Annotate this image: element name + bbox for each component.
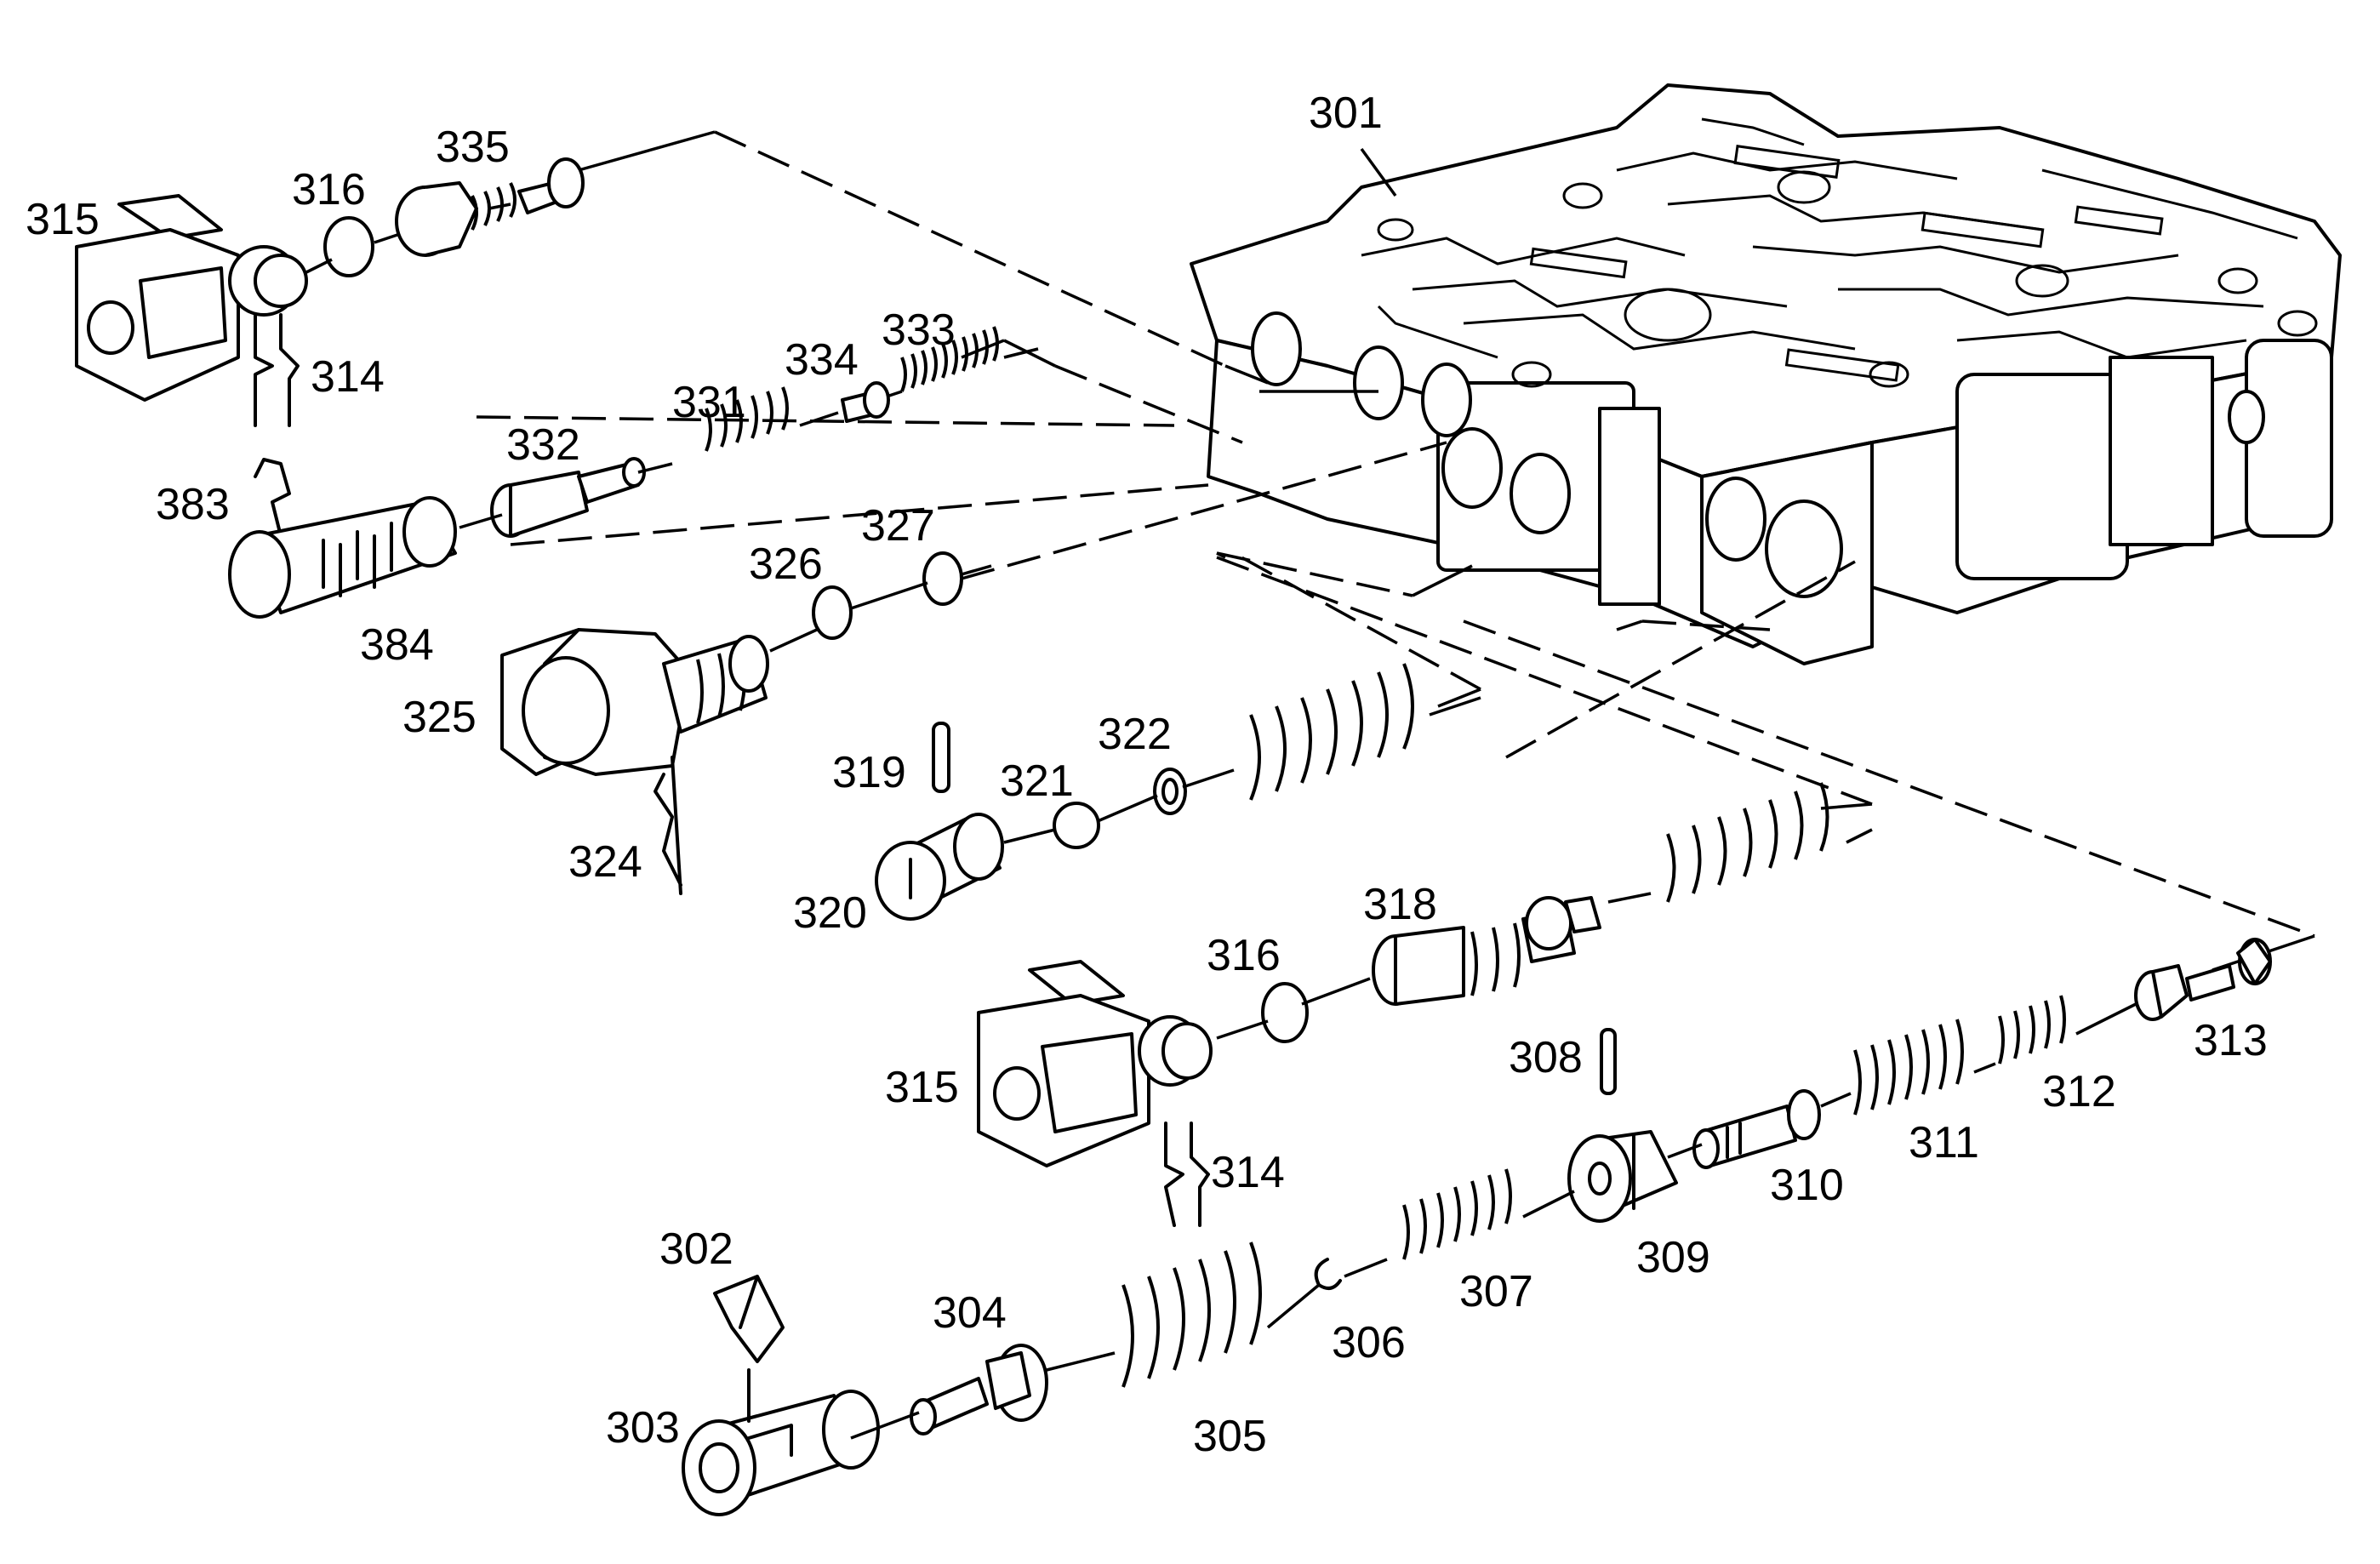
clip-306 [1314, 1258, 1342, 1290]
label-310: 310 [1770, 1161, 1844, 1210]
washer-322 [1153, 768, 1187, 815]
valve-318 [1372, 896, 1601, 1006]
valve-332 [490, 457, 646, 538]
part-labels: 301 302 303 304 305 306 307 308 309 310 … [26, 88, 2268, 1461]
ball-321 [1053, 802, 1100, 849]
spring-305 [1122, 1241, 1262, 1388]
seal-326 [812, 585, 853, 640]
label-333: 333 [882, 305, 956, 355]
seal-316-lower [1261, 982, 1309, 1043]
seal-327 [922, 551, 963, 606]
label-306: 306 [1332, 1318, 1406, 1367]
label-308: 308 [1509, 1033, 1583, 1082]
valve-309 [1567, 1130, 1678, 1223]
label-309: 309 [1636, 1233, 1710, 1282]
clip-383 [254, 458, 291, 538]
seal-316-upper [323, 216, 374, 277]
label-334: 334 [785, 335, 859, 385]
label-303: 303 [606, 1403, 680, 1453]
clip-324 [654, 756, 682, 895]
label-315-upper: 315 [26, 195, 100, 244]
label-319: 319 [832, 748, 906, 797]
label-331: 331 [672, 378, 746, 427]
valve-body-301 [1190, 83, 2342, 665]
label-311: 311 [1909, 1118, 1979, 1167]
label-301: 301 [1309, 88, 1383, 138]
label-314-upper: 314 [311, 352, 385, 402]
spring-312 [1998, 995, 2066, 1065]
label-320: 320 [793, 888, 867, 938]
solenoid-325 [500, 628, 769, 776]
label-383: 383 [156, 480, 230, 529]
label-384: 384 [360, 620, 434, 670]
clip-302 [713, 1275, 785, 1363]
valve-310 [1692, 1089, 1821, 1169]
label-302: 302 [659, 1224, 733, 1274]
label-335: 335 [436, 123, 510, 172]
valve-304 [910, 1344, 1048, 1436]
spring-307 [1402, 1168, 1512, 1260]
spring-333 [900, 326, 999, 392]
label-305: 305 [1193, 1412, 1267, 1461]
pin-308 [1600, 1028, 1617, 1095]
spring-upper-center [1249, 663, 1414, 801]
label-322: 322 [1098, 710, 1172, 759]
sleeve-384 [228, 496, 457, 619]
label-312: 312 [2042, 1067, 2116, 1116]
solenoid-315-lower [977, 960, 1213, 1227]
label-327: 327 [861, 501, 935, 551]
centerlines [305, 203, 2137, 1440]
spring-318-right [1666, 782, 1829, 903]
valve-335 [395, 157, 585, 257]
valve-334 [841, 381, 890, 423]
leader-lines [1360, 147, 1397, 197]
spring-331 [705, 386, 789, 452]
label-321: 321 [1000, 756, 1074, 806]
label-307: 307 [1459, 1267, 1533, 1316]
label-318: 318 [1363, 880, 1437, 929]
sleeve-303 [682, 1368, 880, 1516]
plug-320 [875, 813, 1004, 921]
label-316-upper: 316 [292, 165, 366, 214]
label-316-lower: 316 [1207, 931, 1281, 980]
label-325: 325 [402, 693, 477, 742]
spring-311 [1853, 1019, 1964, 1116]
label-315-lower: 315 [885, 1063, 959, 1112]
valve-313 [2134, 938, 2272, 1021]
label-326: 326 [749, 539, 823, 589]
label-314-lower: 314 [1211, 1148, 1285, 1197]
label-313: 313 [2194, 1016, 2268, 1065]
label-324: 324 [568, 837, 642, 887]
pin-319 [932, 722, 950, 793]
label-304: 304 [933, 1288, 1007, 1338]
solenoid-315-upper [75, 194, 308, 427]
label-332: 332 [506, 420, 580, 470]
